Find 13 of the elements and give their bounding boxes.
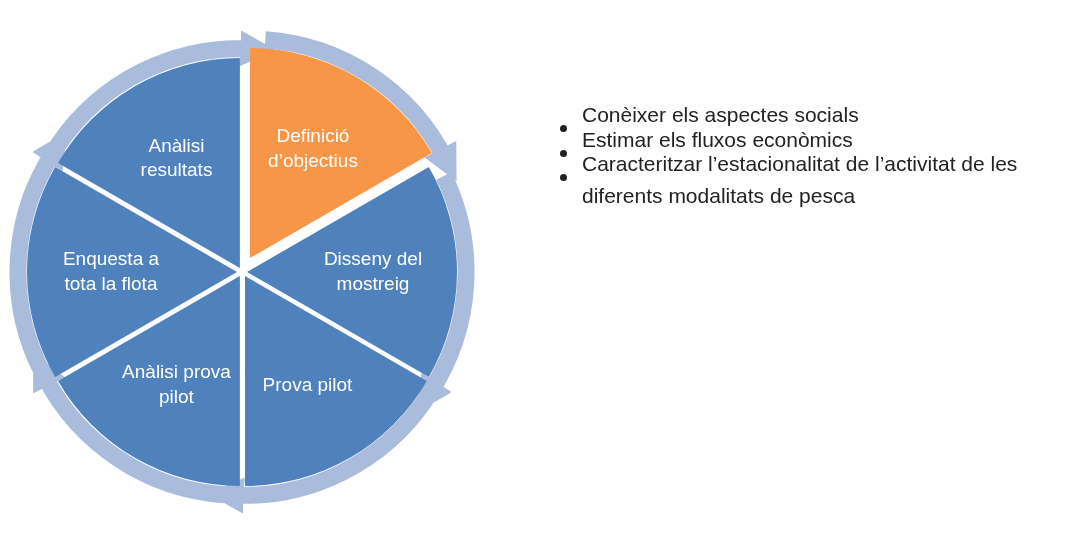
wedge-label: Definició d’objectius	[267, 124, 359, 173]
wedge-label: Enquesta a tota la flota	[61, 247, 161, 296]
wedge-label: Disseny del mostreig	[322, 247, 424, 296]
bullet-item: Estimar els fluxos econòmics	[582, 126, 854, 153]
bullet-item: Conèixer els aspectes socials	[582, 102, 860, 128]
bullet-item: Caracteritzar l’estacionalitat de l’activitat de les diferents modalitats de pesca	[582, 151, 1019, 209]
cycle-arrow	[264, 31, 458, 181]
wedge-segment	[57, 57, 240, 268]
wedge-segment	[244, 276, 427, 487]
wedge-label: Prova pilot	[261, 373, 354, 398]
wedge-label: Anàlisi resultats	[139, 133, 214, 183]
wedge-segment	[57, 276, 240, 487]
wedge-label: Anàlisi prova pilot	[121, 360, 232, 410]
